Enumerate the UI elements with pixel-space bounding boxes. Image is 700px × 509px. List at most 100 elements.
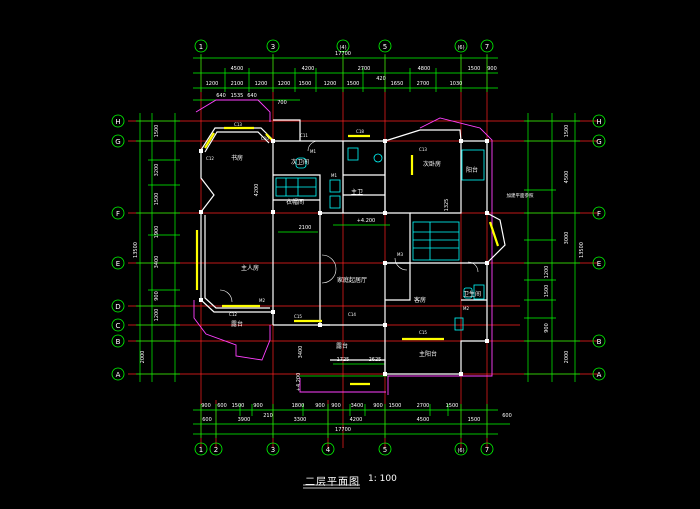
dim-bottom-r2: 1500 (468, 417, 481, 423)
dimension-ticks (136, 54, 580, 438)
dim-right: 1500 (544, 285, 550, 298)
dim-bottom-r1: 900 (253, 403, 263, 409)
dim-left: 3400 (154, 256, 160, 269)
axis-bottom-5: 5 (383, 446, 387, 454)
axis-top-7: 7 (485, 43, 489, 51)
door-swings (219, 140, 479, 303)
drawing-scale: 1: 100 (368, 474, 397, 484)
dim-left: 1500 (154, 125, 160, 138)
dim-right: 1500 (564, 125, 570, 138)
axis-right-e: E (597, 260, 601, 268)
dim-top-total: 17700 (335, 51, 351, 57)
axis-bottom-6: (6) (457, 448, 464, 454)
axis-top-5: 5 (383, 43, 387, 51)
dim-bottom-r1: 1800 (292, 403, 305, 409)
dim-bottom-total: 17700 (335, 427, 351, 433)
dim-top-r2: 2700 (417, 81, 430, 87)
room-guest: 客房 (414, 296, 426, 304)
room-second-bath: 次卫间 (291, 158, 309, 166)
windows (195, 126, 500, 386)
window-code: C13 (234, 122, 242, 127)
axis-left-g: G (115, 138, 120, 146)
dim-left: 900 (154, 291, 160, 301)
dim-interior: 1325 (444, 199, 450, 212)
dim-right: 2000 (564, 351, 570, 364)
drawing-title: 二层平面图 (305, 477, 360, 488)
dim-interior: 2100 (299, 225, 312, 231)
dim-top-r2: 1200 (206, 81, 219, 87)
room-labels: 主人房 书房 衣帽间 主卫 家庭起居厅 次卫间 次卧房 露台 客房 阳台 主阳台… (231, 154, 534, 358)
room-terrace-center: 露台 (336, 342, 348, 350)
dim-bottom-extra: 600 (502, 413, 512, 419)
dim-bottom-r1: 900 (331, 403, 341, 409)
axis-top-1: 1 (199, 43, 203, 51)
dim-top-extra: 700 (277, 100, 287, 106)
title-underline (303, 484, 360, 489)
columns (199, 139, 489, 376)
dim-bottom-r1: 3400 (351, 403, 364, 409)
axis-labels: 1 3 (4) 5 (6) 7 1 2 3 4 5 (6) 7 H G F E … (115, 43, 601, 454)
axis-left-a: A (116, 371, 121, 379)
door-code: M2 (463, 306, 469, 311)
dim-top-r2: 1650 (391, 81, 404, 87)
dim-bottom-r2: 600 (202, 417, 212, 423)
dim-bottom-r1: 900 (201, 403, 211, 409)
dim-top-r1: 900 (487, 66, 497, 72)
dim-left: 2000 (140, 351, 146, 364)
dim-right: 900 (544, 323, 550, 333)
dim-interior: 1725 (337, 357, 350, 363)
window-code: C10 (261, 136, 269, 141)
axis-grid (128, 55, 598, 448)
window-code: C11 (300, 133, 308, 138)
dim-top-r2: 1200 (324, 81, 337, 87)
axis-left-e: E (116, 260, 120, 268)
dim-left: 3200 (154, 164, 160, 177)
dim-top-r1: 4500 (231, 66, 244, 72)
axis-right-a: A (597, 371, 602, 379)
dim-left: 1500 (154, 193, 160, 206)
elevation-mark: +4.200 (296, 373, 302, 392)
dim-interior: 4200 (254, 184, 260, 197)
axis-left-c: C (116, 322, 121, 330)
axis-top-6: (6) (457, 45, 464, 51)
dim-bottom-r2: 4200 (350, 417, 363, 423)
room-study: 书房 (231, 154, 243, 162)
dim-left: 1900 (154, 226, 160, 239)
dim-bottom-r2: 3900 (238, 417, 251, 423)
dim-left-total: 13500 (133, 242, 139, 258)
dim-top-r2: 1030 (450, 81, 463, 87)
dim-top-r1: 4200 (302, 66, 315, 72)
axis-bottom-7: 7 (485, 446, 489, 454)
dim-interior: 3400 (298, 346, 304, 359)
window-code: C13 (419, 147, 427, 152)
dim-top-r1: 2700 (358, 66, 371, 72)
door-code: M1 (310, 149, 316, 154)
room-terrace-left: 露台 (231, 320, 243, 328)
door-code: M2 (259, 298, 265, 303)
dim-top-r2: 2100 (231, 81, 244, 87)
dim-bottom-r2: 3300 (294, 417, 307, 423)
axis-left-d: D (115, 303, 120, 311)
axis-right-b: B (597, 338, 602, 346)
dim-right: 3000 (564, 232, 570, 245)
dim-bottom-r1: 2700 (417, 403, 430, 409)
room-family-lounge: 家庭起居厅 (337, 276, 367, 284)
axis-bottom-1: 1 (199, 446, 203, 454)
room-second-bedroom: 次卧房 (423, 160, 441, 168)
dim-bottom-r2: 4500 (417, 417, 430, 423)
window-code: C12 (206, 156, 214, 161)
dimension-text: 17700 4500 4200 2700 4800 1500 900 1200 … (201, 51, 512, 433)
dim-top-extra: 420 (376, 76, 386, 82)
dim-right: 4500 (564, 171, 570, 184)
axis-bottom-3: 3 (271, 446, 275, 454)
door-code: M1 (331, 173, 337, 178)
room-cloakroom: 衣帽间 (286, 198, 304, 206)
room-master-bedroom: 主人房 (241, 264, 259, 272)
balcony-outline (193, 99, 493, 395)
window-code: C14 (348, 312, 356, 317)
axis-bottom-2: 2 (214, 446, 218, 454)
note-extension-ref: 加建平面参照 (507, 192, 534, 199)
opening-codes: C13 C11 C12 M2 M1 C14 C15 M3 C12 C13 M1 … (206, 122, 469, 335)
dim-right-total: 13500 (579, 242, 585, 258)
